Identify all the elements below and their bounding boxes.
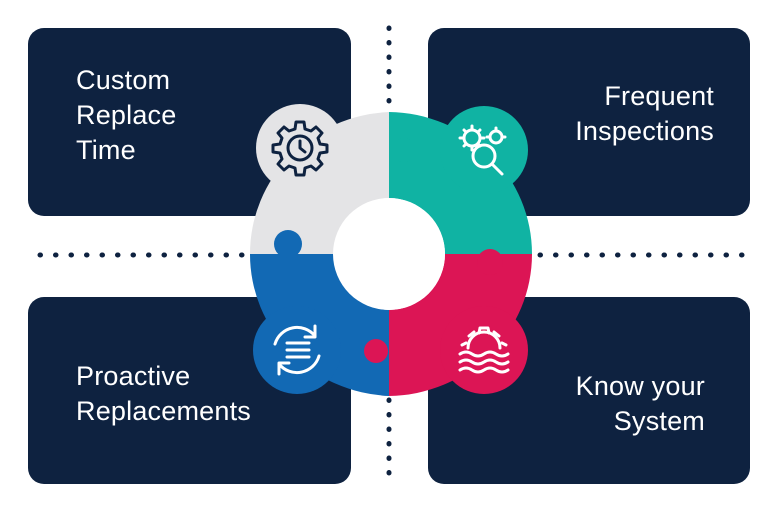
label-line: Frequent: [604, 81, 714, 111]
label-line: Inspections: [575, 116, 714, 146]
label-line: Custom: [76, 65, 171, 95]
puzzle-piece-bottom-left: [249, 254, 389, 396]
label-frequent-inspections: Frequent Inspections: [575, 79, 714, 149]
label-proactive-replacements: Proactive Replacements: [76, 359, 251, 429]
label-custom-replace-time: Custom Replace Time: [76, 63, 176, 168]
label-line: Replace: [76, 100, 177, 130]
puzzle-piece-bottom-right: [389, 254, 532, 396]
label-line: Replacements: [76, 396, 251, 426]
label-know-your-system: Know your System: [576, 369, 705, 439]
puzzle-piece-top-right: [389, 106, 532, 254]
label-line: Time: [76, 135, 136, 165]
label-line: Know your: [575, 371, 705, 401]
label-line: Proactive: [76, 361, 191, 391]
label-line: System: [613, 406, 705, 436]
puzzle-piece-top-left: [249, 104, 389, 254]
